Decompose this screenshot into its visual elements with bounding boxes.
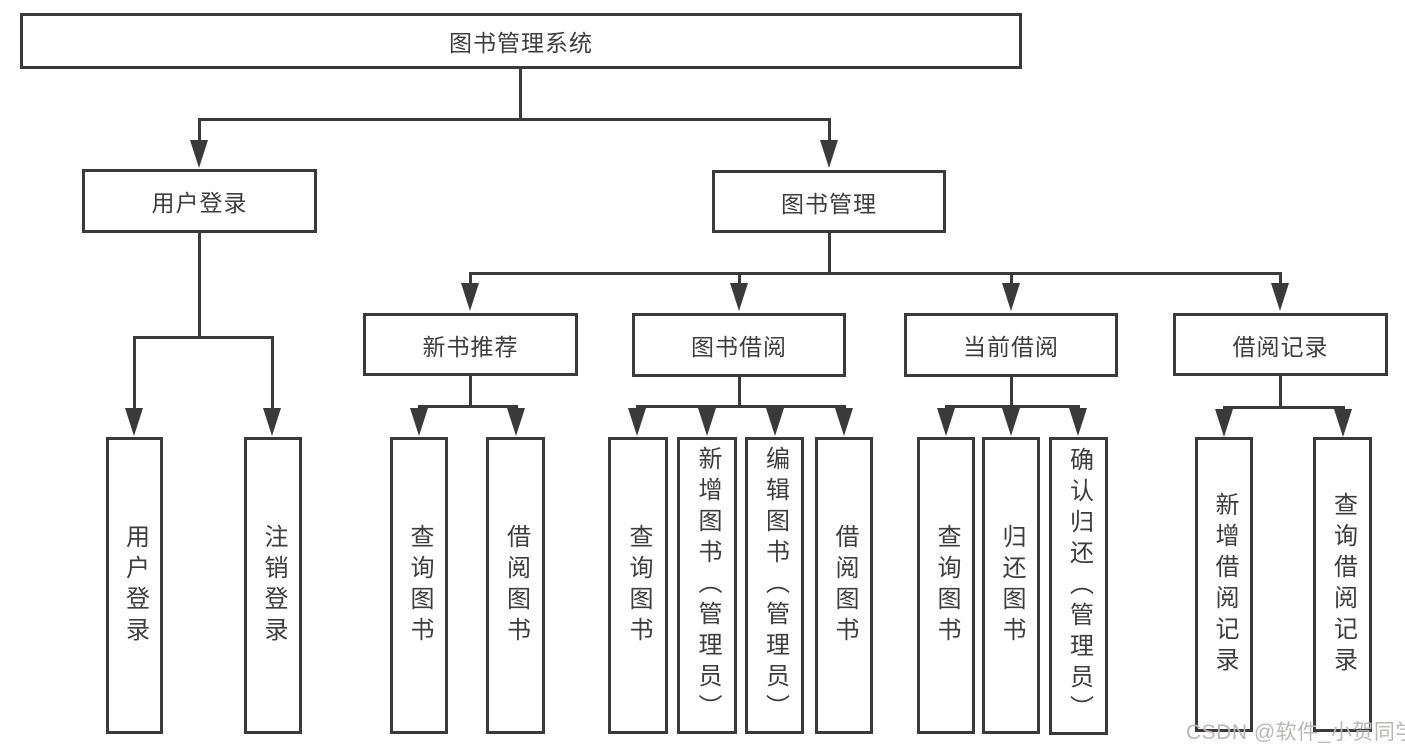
leaf-add-books-admin: 新增图书（管理员） — [677, 437, 737, 734]
connector-to-book-borrow — [738, 272, 741, 285]
arrow-down-icon — [1215, 409, 1233, 437]
connector-user-login-stem — [198, 233, 201, 337]
connector-book-mgmt-stem — [828, 233, 831, 275]
arrow-down-icon — [835, 408, 853, 436]
node-label: 借阅记录 — [1232, 333, 1329, 360]
arrow-down-icon — [125, 408, 143, 436]
connector-level3-split — [469, 272, 1282, 275]
connector-new-book-rec-stem — [469, 375, 472, 407]
connector-to-leaf-user-login — [133, 336, 136, 410]
node-new-book-recommendation: 新书推荐 — [363, 313, 578, 376]
arrow-down-icon — [1002, 408, 1020, 436]
leaf-label: 借阅图书 — [502, 523, 530, 648]
leaf-query-borrow-record: 查询借阅记录 — [1313, 437, 1372, 732]
connector-book-borrow-split — [636, 405, 846, 408]
arrow-down-icon — [698, 408, 716, 436]
leaf-query-books-borrowing: 查询图书 — [608, 437, 668, 734]
connector-to-book-mgmt — [828, 118, 831, 143]
node-current-borrowing: 当前借阅 — [904, 313, 1118, 377]
node-library-management-system: 图书管理系统 — [20, 13, 1022, 69]
arrow-down-icon — [1002, 283, 1020, 311]
leaf-add-borrow-record: 新增借阅记录 — [1195, 437, 1253, 732]
node-label: 用户登录 — [151, 190, 248, 216]
connector-borrow-records-split — [1223, 406, 1345, 409]
leaf-logout: 注销登录 — [244, 437, 302, 734]
leaf-borrow-books-recommend: 借阅图书 — [486, 437, 545, 734]
arrow-down-icon — [190, 140, 208, 168]
leaf-label: 查询图书 — [406, 523, 433, 648]
connector-borrow-records-stem — [1279, 376, 1282, 408]
arrow-down-icon — [820, 140, 838, 168]
leaf-label: 确认归还（管理员） — [1065, 446, 1093, 726]
connector-current-borrow-stem — [1010, 376, 1013, 407]
connector-level1-split — [198, 118, 831, 121]
connector-to-leaf-logout — [271, 336, 274, 410]
connector-to-borrow-records — [1279, 272, 1282, 285]
leaf-label: 新增图书（管理员） — [694, 446, 721, 725]
connector-root-stem — [519, 68, 522, 120]
leaf-label: 归还图书 — [998, 523, 1025, 648]
arrow-down-icon — [1069, 408, 1087, 436]
arrow-down-icon — [410, 408, 428, 436]
connector-user-login-split — [133, 336, 274, 339]
leaf-confirm-return-admin: 确认归还（管理员） — [1049, 437, 1108, 735]
connector-to-new-book-rec — [469, 272, 472, 285]
leaf-label: 注销登录 — [260, 523, 287, 648]
node-label: 图书管理系统 — [449, 30, 593, 56]
node-borrowing-records: 借阅记录 — [1173, 313, 1388, 376]
arrow-down-icon — [766, 408, 784, 436]
leaf-label: 新增借阅记录 — [1211, 491, 1238, 678]
arrow-down-icon — [628, 408, 646, 436]
leaf-edit-books-admin: 编辑图书（管理员） — [745, 437, 804, 734]
arrow-down-icon — [730, 283, 748, 311]
connector-current-borrow-split — [945, 405, 1080, 408]
node-book-borrowing: 图书借阅 — [632, 313, 846, 377]
arrow-down-icon — [937, 408, 955, 436]
node-book-management: 图书管理 — [712, 170, 946, 233]
connector-book-borrow-stem — [738, 376, 741, 407]
node-label: 图书借阅 — [691, 334, 787, 360]
leaf-label: 编辑图书（管理员） — [761, 446, 789, 725]
leaf-query-books-recommend: 查询图书 — [390, 437, 448, 734]
leaf-label: 借阅图书 — [831, 523, 858, 648]
connector-to-current-borrow — [1010, 272, 1013, 285]
arrow-down-icon — [461, 283, 479, 311]
connector-to-user-login — [198, 118, 201, 143]
node-label: 图书管理 — [781, 190, 877, 217]
arrow-down-icon — [1334, 409, 1352, 437]
leaf-label: 查询图书 — [933, 523, 960, 648]
leaf-label: 查询图书 — [625, 523, 652, 648]
leaf-label: 用户登录 — [121, 523, 149, 648]
node-label: 当前借阅 — [963, 334, 1059, 360]
connector-new-book-rec-split — [418, 405, 518, 408]
csdn-watermark: CSDN @软件_小贺同学 — [1186, 721, 1405, 744]
leaf-return-books: 归还图书 — [982, 437, 1040, 734]
arrow-down-icon — [507, 408, 525, 436]
leaf-label: 查询借阅记录 — [1329, 491, 1357, 678]
leaf-borrow-books-borrowing: 借阅图书 — [815, 437, 873, 734]
node-user-login: 用户登录 — [82, 169, 317, 233]
arrow-down-icon — [1271, 283, 1289, 311]
arrow-down-icon — [263, 408, 281, 436]
node-label: 新书推荐 — [422, 333, 519, 360]
leaf-query-books-current: 查询图书 — [917, 437, 975, 734]
leaf-user-login: 用户登录 — [106, 437, 163, 734]
